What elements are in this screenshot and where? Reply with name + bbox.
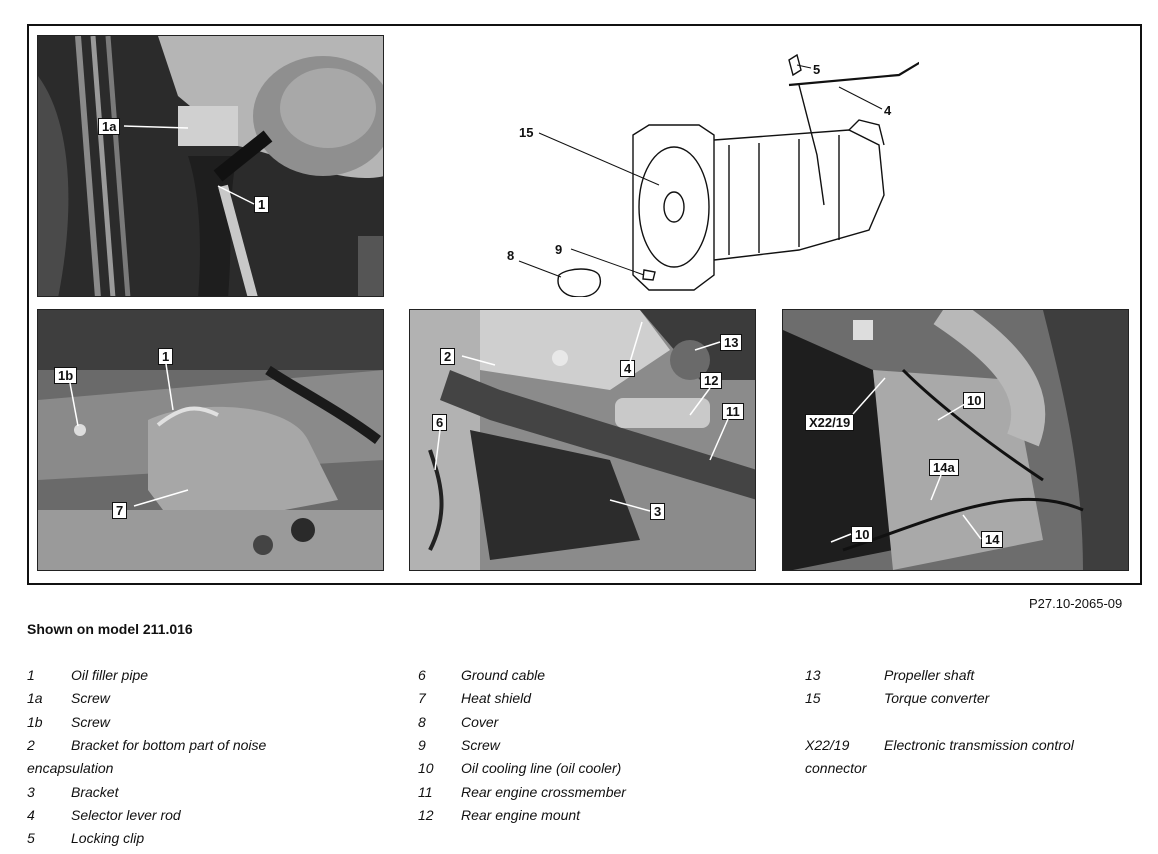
legend-item: 7 Heat shield: [418, 689, 748, 709]
legend-item-text: Bracket for bottom part of noise: [71, 736, 267, 753]
legend-item: 11 Rear engine crossmember: [418, 783, 748, 803]
legend-item: 10 Oil cooling line (oil cooler): [418, 759, 748, 779]
legend-item: connector: [805, 759, 1135, 779]
legend-item-text: Oil filler pipe: [71, 667, 149, 683]
legend-item-text: Propeller shaft: [884, 667, 975, 683]
legend-item-number: 3: [27, 783, 35, 800]
legend-item-number: 2: [27, 736, 35, 753]
callout-8: 8: [507, 248, 515, 263]
callout-5: 5: [813, 62, 821, 77]
photo-oil-filler-pipe: 1a 1: [37, 35, 384, 297]
drawing-transmission: 5 4 15 9 8: [499, 35, 919, 297]
callout-1b: 1b: [54, 367, 78, 384]
legend-item-number: 8: [418, 713, 426, 730]
photo-oil-cooling-lines: 10 X22/19 14a 10 14: [782, 309, 1129, 571]
legend-item-number: X22/19: [805, 736, 850, 753]
legend-item-text: Screw: [461, 736, 500, 753]
callout-9: 9: [555, 242, 563, 257]
callout-x22-19: X22/19: [805, 414, 855, 431]
legend-item-text: Selector lever rod: [71, 806, 181, 823]
legend-item: encapsulation: [27, 759, 357, 779]
legend-item-number: 7: [418, 690, 426, 707]
legend-item-number: 1a: [27, 690, 43, 707]
legend-item: X22/19 Electronic transmission control: [805, 736, 1135, 756]
model-caption: Shown on model 211.016: [27, 621, 193, 637]
legend-item-number: 1: [27, 667, 35, 683]
transmission-line-art: [557, 53, 919, 297]
legend-item-text: Rear engine mount: [461, 806, 581, 823]
callout-4: 4: [620, 360, 636, 377]
photo-oil-cooling-lines-art: [783, 310, 1128, 570]
legend-item-number: 11: [418, 783, 433, 800]
callout-1a: 1a: [98, 118, 121, 135]
legend-item: 13 Propeller shaft: [805, 666, 1135, 686]
legend-item-text: encapsulation: [27, 760, 114, 777]
photo-heat-shield-art: [38, 310, 383, 570]
legend-item-number: 15: [805, 690, 821, 707]
figure-frame: 1a 1 5 4 15 9 8: [27, 24, 1142, 585]
legend-item: 3 Bracket: [27, 783, 357, 803]
callout-13: 13: [720, 334, 743, 351]
legend-item: 9 Screw: [418, 736, 748, 756]
callout-14a: 14a: [929, 459, 959, 476]
legend-item: 4 Selector lever rod: [27, 806, 357, 826]
legend-item-text: connector: [805, 760, 867, 777]
callout-1: 1: [158, 348, 174, 365]
legend-item-text: Heat shield: [461, 690, 532, 707]
legend-item-text: Ground cable: [461, 667, 546, 683]
legend-item: 2 Bracket for bottom part of noise: [27, 736, 357, 756]
legend-item: 1a Screw: [27, 689, 357, 709]
legend-item: 15 Torque converter: [805, 689, 1135, 709]
legend-item-number: 10: [418, 760, 434, 777]
legend-item-text: Oil cooling line (oil cooler): [461, 760, 622, 777]
legend-item-text: Torque converter: [884, 690, 990, 707]
legend-item: 6 Ground cable: [418, 666, 748, 686]
callout-12: 12: [700, 372, 723, 389]
photo-oil-filler-pipe-art: [38, 36, 383, 296]
callout-11: 11: [722, 403, 744, 420]
legend-item-number: 13: [805, 667, 821, 683]
callout-7: 7: [112, 502, 128, 519]
photo-crossmember: 2 13 4 12 11 6 3: [409, 309, 756, 571]
legend-item-number: 6: [418, 667, 426, 683]
legend-item-text: Cover: [461, 713, 499, 730]
legend-item: [805, 713, 1135, 733]
callout-14: 14: [981, 531, 1004, 548]
photo-heat-shield: 1b 1 7: [37, 309, 384, 571]
photo-crossmember-art: [410, 310, 755, 570]
callout-3: 3: [650, 503, 666, 520]
legend-item-number: 9: [418, 736, 426, 753]
legend-item-text: Bracket: [71, 783, 119, 800]
legend-item: 12 Rear engine mount: [418, 806, 748, 826]
legend-item: 8 Cover: [418, 713, 748, 733]
legend-item-number: 12: [418, 806, 434, 823]
legend-item-text: Screw: [71, 713, 110, 730]
legend-item-text: Electronic transmission control: [884, 736, 1074, 753]
callout-2: 2: [440, 348, 456, 365]
legend-item: 5 Locking clip: [27, 829, 357, 849]
callout-15: 15: [519, 125, 534, 140]
legend-item-number: 1b: [27, 713, 43, 730]
figure-reference: P27.10-2065-09: [1029, 596, 1123, 611]
legend-item-number: 5: [27, 830, 35, 847]
callout-4: 4: [884, 103, 892, 118]
callout-10-bottom: 10: [851, 526, 874, 543]
legend-item: 1b Screw: [27, 713, 357, 733]
callout-1: 1: [254, 196, 270, 213]
legend-item: 1 Oil filler pipe: [27, 666, 357, 686]
callout-6: 6: [432, 414, 448, 431]
legend-item-text: Screw: [71, 690, 110, 707]
legend-item-text: Rear engine crossmember: [461, 783, 626, 800]
callout-10-top: 10: [963, 392, 986, 409]
legend-item-number: 4: [27, 806, 35, 823]
legend-item-text: Locking clip: [71, 830, 145, 847]
